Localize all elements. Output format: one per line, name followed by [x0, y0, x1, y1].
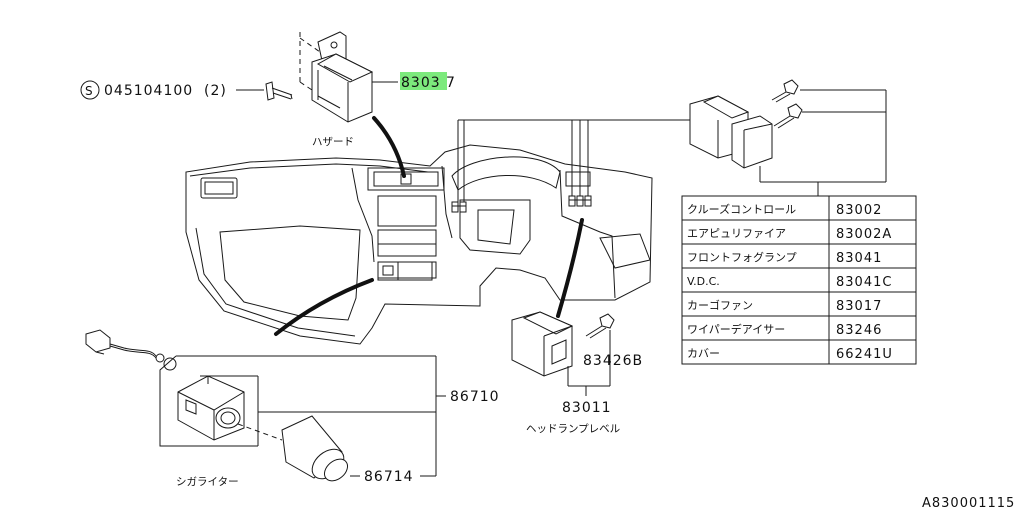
table-row-name: カバー	[687, 347, 720, 360]
table-row-name: クルーズコントロール	[687, 202, 796, 216]
dashboard-outline	[185, 144, 653, 345]
bolt-callout: S 045104100 (2)	[80, 80, 293, 101]
hazard-part-number-suffix: 7	[446, 75, 456, 91]
table-row-number: 83017	[836, 299, 882, 314]
bolt-icon	[265, 81, 275, 101]
cigar-lighter-assembly: 86710 86714 シガライター	[85, 278, 500, 488]
table-row-number: 66241U	[836, 347, 893, 362]
connector-icon	[85, 329, 111, 353]
table-row-name: フロントフォグランプ	[687, 250, 797, 264]
bolt-part-number: 045104100	[104, 83, 193, 99]
table-row-name: V.D.C.	[687, 275, 720, 288]
standard-part-symbol	[80, 80, 100, 100]
table-row-number: 83246	[836, 323, 882, 338]
cigar-lighter-label: シガライター	[176, 476, 239, 488]
headlamp-label: ヘッドランプレベル	[526, 423, 620, 435]
headlamp-level-switch: 83426B 83011 ヘッドランプレベル	[511, 218, 643, 435]
clip-icon	[783, 79, 799, 95]
clip-icon	[599, 313, 615, 329]
dash-switch-assembly	[457, 79, 887, 202]
headlamp-sub-part-number: 83426B	[583, 353, 643, 369]
hazard-part-number-highlighted: 8303	[401, 75, 441, 91]
clip-icon	[787, 103, 803, 119]
cigar-lighter-assy-part-number: 86710	[450, 389, 500, 405]
headlamp-part-number: 83011	[562, 400, 612, 416]
figure-id: A830001115	[922, 496, 1015, 511]
switch-table: クルーズコントロール 83002 エアピュリファイア 83002A フロントフォ…	[681, 195, 917, 365]
bolt-quantity: (2)	[204, 83, 227, 99]
hazard-switch-assembly	[299, 31, 406, 178]
table-row-name: ワイパーデアイサー	[687, 322, 785, 336]
part-highlight	[400, 72, 447, 90]
table-row-number: 83041C	[836, 275, 892, 290]
table-row-name: カーゴファン	[687, 298, 753, 312]
table-row-number: 83002	[836, 203, 882, 218]
standard-part-symbol-text: S	[85, 84, 94, 98]
cigar-lighter-plug-part-number: 86714	[364, 469, 414, 485]
table-row-number: 83002A	[836, 227, 892, 242]
table-row-name: エアピュリファイア	[687, 227, 786, 240]
hazard-label: ハザード	[312, 136, 354, 148]
table-row-number: 83041	[836, 251, 882, 266]
